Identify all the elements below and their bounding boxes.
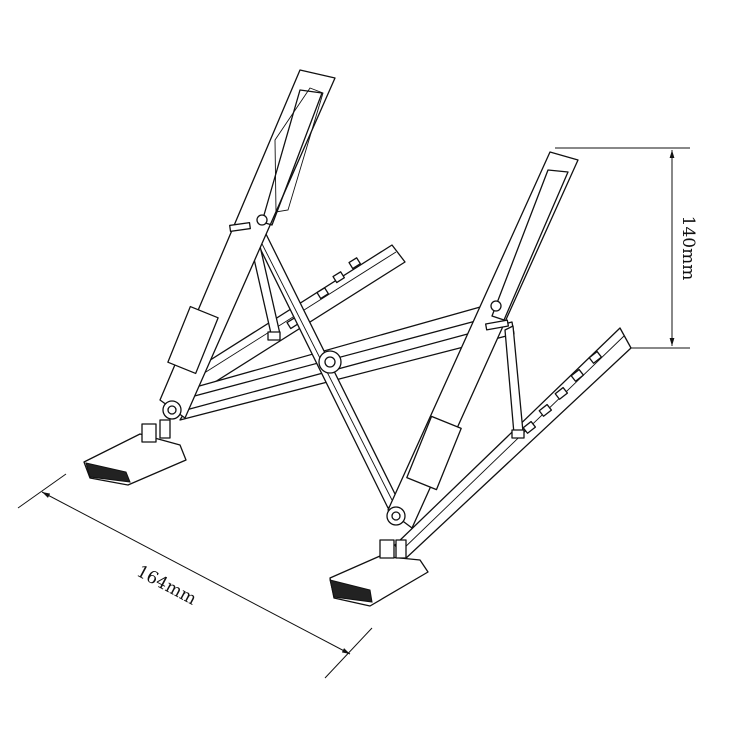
- width-dimension: 164mm: [17, 473, 373, 679]
- left-foot: [83, 419, 187, 486]
- right-arm: [386, 151, 579, 529]
- left-arm: [159, 69, 336, 420]
- scissor-cross-arms: [171, 225, 515, 509]
- height-dimension: 140mm: [555, 147, 698, 349]
- height-label: 140mm: [678, 216, 698, 281]
- width-label: 164mm: [133, 562, 200, 610]
